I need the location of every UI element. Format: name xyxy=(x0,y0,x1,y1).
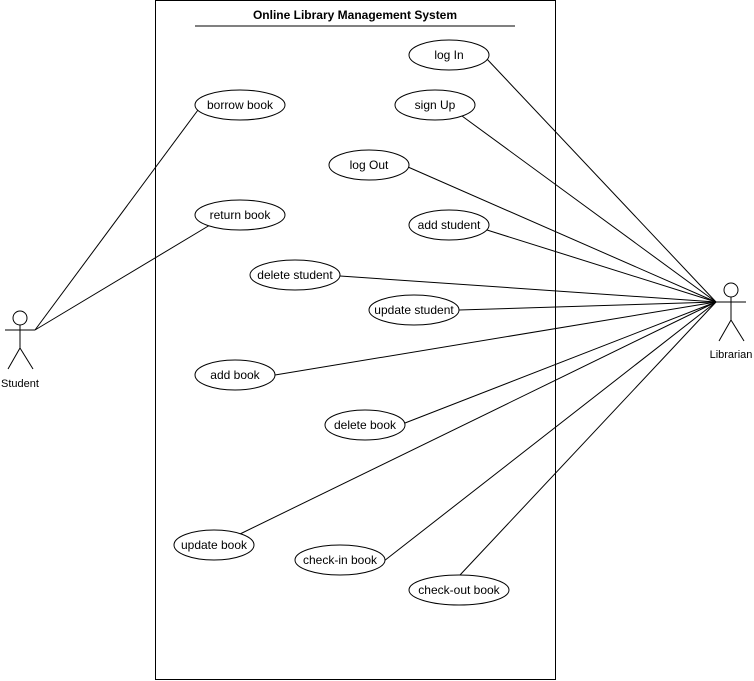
association-add-book-librarian xyxy=(274,301,717,376)
use-case-update-student[interactable]: update student xyxy=(368,294,460,326)
use-case-label: update book xyxy=(181,538,248,552)
association-log-out-librarian xyxy=(407,166,717,303)
actor-librarian-label: Librarian xyxy=(710,349,753,361)
use-case-log-in[interactable]: log In xyxy=(408,39,490,71)
association-update-book-librarian xyxy=(239,301,717,535)
use-case-label: borrow book xyxy=(207,98,274,112)
association-lines xyxy=(34,57,717,576)
association-update-student-librarian xyxy=(458,301,717,311)
use-case-label: add book xyxy=(210,368,260,382)
use-case-label: delete student xyxy=(257,268,333,282)
use-case-log-out[interactable]: log Out xyxy=(328,149,410,181)
use-case-label: log In xyxy=(434,48,463,62)
use-case-borrow-book[interactable]: borrow book xyxy=(194,89,286,121)
association-sign-up-librarian xyxy=(461,115,717,303)
use-case-label: return book xyxy=(210,208,272,222)
association-check-out-book-librarian xyxy=(459,301,717,576)
actor-librarian[interactable]: Librarian xyxy=(710,282,753,361)
actor-student-label: Student xyxy=(1,378,39,390)
association-log-in-librarian xyxy=(485,57,717,303)
association-delete-book-librarian xyxy=(404,301,717,424)
use-case-label: check-out book xyxy=(418,583,500,597)
use-case-check-out-book[interactable]: check-out book xyxy=(408,574,510,606)
system-boundary xyxy=(155,0,556,680)
use-case-label: add student xyxy=(418,218,481,232)
use-case-update-book[interactable]: update book xyxy=(173,529,255,561)
association-return-book-student xyxy=(34,224,211,331)
use-case-label: delete book xyxy=(334,418,397,432)
use-case-label: log Out xyxy=(350,158,389,172)
use-case-delete-book[interactable]: delete book xyxy=(324,409,406,441)
use-case-check-in-book[interactable]: check-in book xyxy=(294,544,386,576)
use-case-add-book[interactable]: add book xyxy=(194,359,276,391)
use-case-sign-up[interactable]: sign Up xyxy=(394,89,476,121)
use-case-label: sign Up xyxy=(415,98,456,112)
system-title: Online Library Management System xyxy=(253,8,457,22)
use-case-label: check-in book xyxy=(303,553,378,567)
actor-student[interactable]: Student xyxy=(1,310,39,390)
association-add-student-librarian xyxy=(486,229,717,303)
use-case-delete-student[interactable]: delete student xyxy=(249,259,341,291)
association-check-in-book-librarian xyxy=(383,301,717,562)
use-case-label: update student xyxy=(374,303,454,317)
association-delete-student-librarian xyxy=(339,275,717,303)
use-case-add-student[interactable]: add student xyxy=(408,209,490,241)
association-borrow-book-student xyxy=(34,109,199,331)
use-case-return-book[interactable]: return book xyxy=(194,199,286,231)
